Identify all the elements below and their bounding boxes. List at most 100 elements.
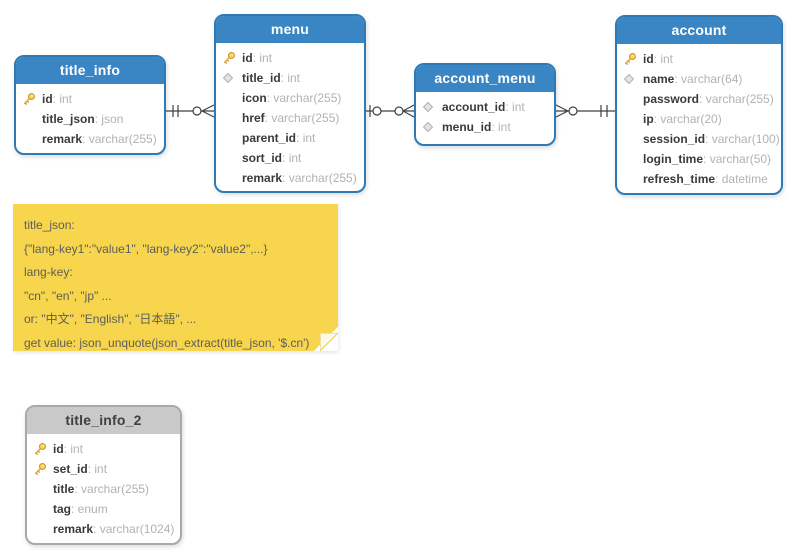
field-row[interactable]: ip: varchar(20) — [617, 109, 781, 129]
cardinality-many-crowfoot — [402, 104, 414, 118]
table-body: id: int title_json: json remark: varchar… — [16, 84, 164, 149]
note-line: get value: json_unquote(json_extract(tit… — [24, 335, 310, 350]
field-type: int — [302, 131, 316, 145]
field-row[interactable]: title: varchar(255) — [27, 479, 180, 499]
field-name: remark — [42, 132, 83, 146]
table-title-info[interactable]: title_info id: int title_json: json rema… — [14, 55, 166, 155]
primary-key-icon — [623, 52, 643, 66]
field-name: title_json — [42, 112, 95, 126]
field-row[interactable]: name: varchar(64) — [617, 69, 781, 89]
table-menu[interactable]: menu id: int title_id: int icon: varchar… — [214, 14, 366, 193]
field-type: int — [498, 120, 511, 134]
field-separator: : — [282, 151, 289, 165]
field-name: remark — [242, 171, 283, 185]
field-name: name — [643, 72, 675, 86]
table-title[interactable]: account_menu — [416, 65, 554, 92]
note-fold-corner-icon — [320, 333, 338, 351]
field-row[interactable]: parent_id: int — [216, 128, 364, 148]
relationship-account-menu-account[interactable] — [556, 100, 615, 122]
primary-key-icon — [222, 51, 242, 65]
field-row[interactable]: sort_id: int — [216, 148, 364, 168]
field-row[interactable]: id: int — [16, 89, 164, 109]
foreign-key-diamond-icon — [422, 101, 442, 113]
field-row[interactable]: tag: enum — [27, 499, 180, 519]
field-row[interactable]: title_id: int — [216, 68, 364, 88]
table-title[interactable]: title_info_2 — [27, 407, 180, 434]
field-separator: : — [71, 502, 78, 516]
field-separator: : — [674, 72, 682, 86]
field-separator: : — [74, 482, 82, 496]
field-type: json — [101, 112, 124, 126]
table-body: id: int name: varchar(64) password: varc… — [617, 44, 781, 189]
field-name: set_id — [53, 462, 88, 476]
cardinality-zero-circle — [394, 106, 404, 116]
field-separator: : — [252, 51, 260, 65]
primary-key-icon — [33, 462, 53, 476]
field-name: id — [53, 442, 64, 456]
field-row[interactable]: id: int — [617, 49, 781, 69]
field-type: varchar(100) — [711, 132, 780, 146]
field-name: id — [242, 51, 253, 65]
field-row[interactable]: password: varchar(255) — [617, 89, 781, 109]
field-row[interactable]: id: int — [27, 439, 180, 459]
table-title[interactable]: account — [617, 17, 781, 44]
relationship-menu-account-menu[interactable] — [366, 100, 414, 122]
field-row[interactable]: account_id: int — [416, 97, 554, 117]
note-line: or: "中文", "English", "日本語", ... — [24, 312, 197, 326]
table-account[interactable]: account id: int name: varchar(64) passwo… — [615, 15, 783, 195]
field-separator: : — [280, 71, 288, 85]
field-type: varchar(20) — [660, 112, 722, 126]
table-title-info-2[interactable]: title_info_2 id: int set_id: int title: … — [25, 405, 182, 545]
field-separator: : — [653, 52, 661, 66]
field-name: title — [53, 482, 75, 496]
field-row[interactable]: login_time: varchar(50) — [617, 149, 781, 169]
field-row[interactable]: icon: varchar(255) — [216, 88, 364, 108]
field-type: varchar(255) — [271, 111, 340, 125]
field-row[interactable]: refresh_time: datetime — [617, 169, 781, 189]
field-row[interactable]: set_id: int — [27, 459, 180, 479]
field-name: icon — [242, 91, 267, 105]
field-type: int — [94, 462, 108, 476]
cardinality-zero-circle — [372, 106, 382, 116]
table-title[interactable]: menu — [216, 16, 364, 43]
cardinality-many-crowfoot — [201, 104, 214, 118]
field-name: session_id — [643, 132, 706, 146]
field-type: int — [288, 151, 302, 165]
field-separator: : — [705, 132, 712, 146]
field-row[interactable]: remark: varchar(255) — [16, 129, 164, 149]
table-title[interactable]: title_info — [16, 57, 164, 84]
note-line: title_json: — [24, 218, 75, 232]
field-row[interactable]: id: int — [216, 48, 364, 68]
field-separator: : — [82, 132, 89, 146]
field-separator: : — [266, 91, 274, 105]
field-type: int — [287, 71, 301, 85]
field-row[interactable]: menu_id: int — [416, 117, 554, 137]
field-type: varchar(64) — [681, 72, 743, 86]
field-type: int — [59, 92, 73, 106]
field-row[interactable]: remark: varchar(1024) — [27, 519, 180, 539]
field-name: refresh_time — [643, 172, 716, 186]
table-account-menu[interactable]: account_menu account_id: int menu_id: in… — [414, 63, 556, 146]
relationship-title-info-menu[interactable] — [166, 100, 214, 122]
field-type: enum — [77, 502, 108, 516]
foreign-key-diamond-icon — [422, 121, 442, 133]
field-separator: : — [699, 92, 706, 106]
foreign-key-diamond-icon — [623, 73, 643, 85]
field-row[interactable]: href: varchar(255) — [216, 108, 364, 128]
field-name: tag — [53, 502, 71, 516]
field-row[interactable]: remark: varchar(255) — [216, 168, 364, 188]
field-name: id — [643, 52, 654, 66]
field-name: href — [242, 111, 265, 125]
cardinality-zero-circle — [568, 106, 578, 116]
field-row[interactable]: session_id: varchar(100) — [617, 129, 781, 149]
sticky-note[interactable]: title_json: {"lang-key1":"value1", "lang… — [13, 204, 338, 351]
note-line: {"lang-key1":"value1", "lang-key2":"valu… — [24, 241, 268, 256]
field-name: menu_id — [442, 120, 492, 134]
field-type: varchar(1024) — [99, 522, 175, 536]
field-row[interactable]: title_json: json — [16, 109, 164, 129]
primary-key-icon — [22, 92, 42, 106]
note-line: "cn", "en", "jp" ... — [24, 288, 112, 303]
table-body: id: int title_id: int icon: varchar(255)… — [216, 43, 364, 188]
note-line: lang-key: — [24, 265, 73, 279]
field-separator: : — [715, 172, 722, 186]
